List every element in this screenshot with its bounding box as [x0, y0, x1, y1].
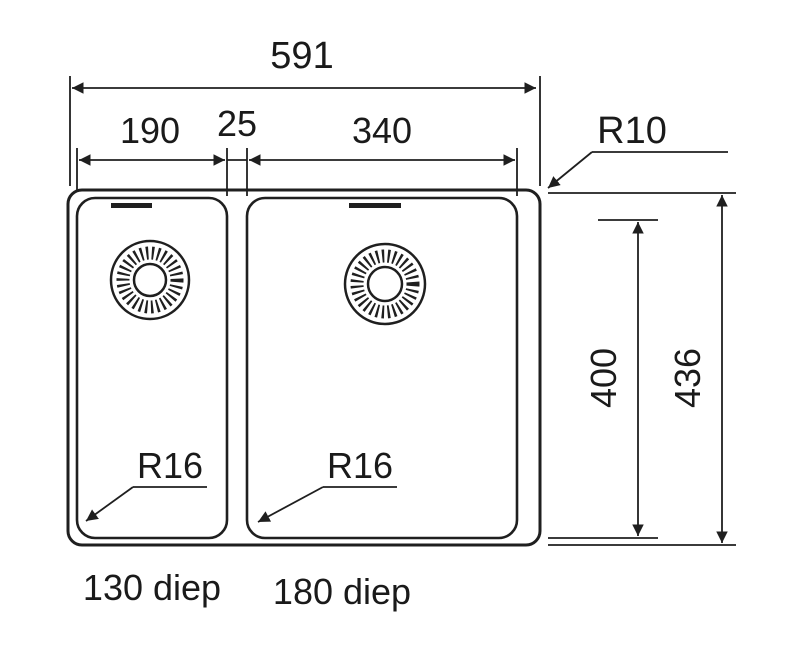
dim-190-label: 190 [120, 110, 180, 151]
dim-436-label: 436 [667, 348, 708, 408]
right-drain-sunburst-ring [350, 249, 420, 319]
dim-overall-height: 436 [548, 192, 736, 546]
left-drain-sunburst-ring [116, 246, 184, 314]
dim-25-label: 25 [217, 103, 257, 144]
dim-bowl-widths: 190 25 340 [76, 103, 518, 196]
left-drain [109, 239, 191, 321]
left-drain-inner-circle [132, 262, 168, 298]
r16-left-leader-line [85, 486, 134, 522]
dim-inner-height: 400 [548, 219, 658, 539]
r16-right-leader-line [257, 486, 324, 523]
left-bowl-depth-label: 130 diep [83, 567, 221, 608]
sink-outline-group [66, 188, 542, 547]
left-drain-outer-circle [109, 239, 191, 321]
r10-leader-line [547, 151, 593, 189]
left-bowl [75, 196, 229, 540]
right-drain-outer-circle [343, 242, 427, 326]
right-drain-inner-circle [366, 265, 404, 303]
r16-left-label: R16 [137, 445, 203, 486]
right-drain [343, 242, 427, 326]
callout-r16-left: R16 [85, 445, 207, 522]
right-bowl-depth-label: 180 diep [273, 571, 411, 612]
r16-right-label: R16 [327, 445, 393, 486]
right-bowl [245, 196, 519, 540]
dim-overall-width: 591 [69, 35, 541, 186]
right-bowl-overflow-mark [349, 203, 401, 208]
r10-label: R10 [597, 110, 667, 152]
dim-340-label: 340 [352, 110, 412, 151]
dim-400-label: 400 [583, 348, 624, 408]
left-bowl-overflow-mark [111, 203, 152, 208]
depth-labels: 130 diep 180 diep [83, 567, 411, 612]
callout-r10: R10 [547, 110, 728, 189]
sink-outer-rim [66, 188, 542, 547]
dim-591-label: 591 [270, 35, 333, 77]
callout-r16-right: R16 [257, 445, 397, 523]
